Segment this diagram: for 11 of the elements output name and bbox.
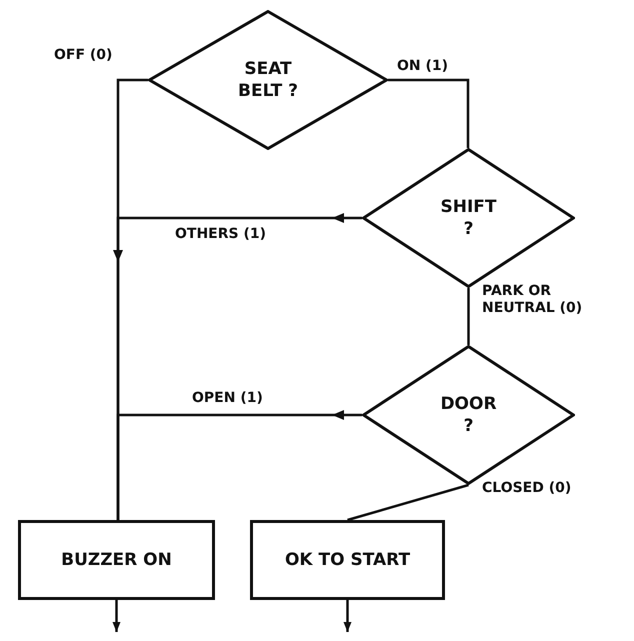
- node-label: BUZZER ON: [61, 548, 172, 572]
- node-label: DOOR ?: [439, 392, 498, 438]
- process-box: [250, 520, 445, 600]
- node-label: OK TO START: [284, 548, 410, 572]
- decision-diamond: [148, 10, 388, 150]
- node-label: SEAT BELT ?: [237, 58, 299, 102]
- edge-label: OPEN (1): [190, 390, 265, 407]
- edge-label: CLOSED (0): [480, 480, 574, 497]
- edge-label: OFF (0): [52, 47, 114, 64]
- node-label: SHIFT ?: [439, 196, 498, 240]
- process-box: [18, 520, 215, 600]
